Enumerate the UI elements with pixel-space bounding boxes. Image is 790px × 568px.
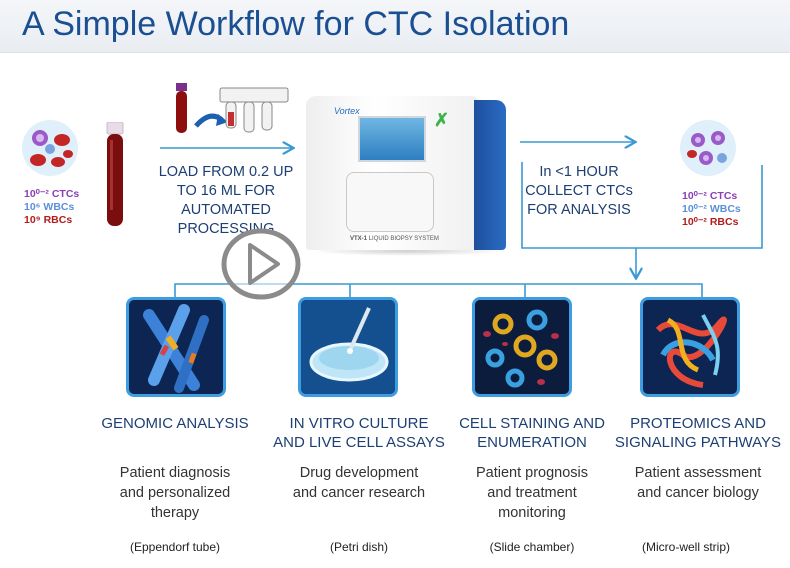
input-counts: 10⁰⁻² CTCs 10⁶ WBCs 10⁹ RBCs: [24, 188, 94, 227]
blood-cells-icon: [22, 120, 78, 176]
cell-staining-desc: Patient prognosis and treatment monitori…: [475, 465, 589, 521]
output-counts: 10⁰⁻² CTCs 10⁰⁻² WBCs 10⁰⁻² RBCs: [682, 190, 762, 229]
proteomics-note: (Micro-well strip): [642, 540, 730, 554]
proteomics-label: PROTEOMICS AND SIGNALING PATHWAYS: [614, 415, 782, 451]
brand-logo: Vortex: [334, 106, 360, 116]
play-icon[interactable]: [220, 228, 302, 300]
touch-screen[interactable]: [358, 116, 426, 162]
wbc-count: 10⁶ WBCs: [24, 201, 75, 213]
ctc-count: 10⁰⁻² CTCs: [24, 188, 80, 200]
cell-culture-note: (Petri dish): [329, 540, 388, 554]
cell-staining-note: (Slide chamber): [489, 540, 575, 554]
cell-staining-label: CELL STAINING AND ENUMERATION: [459, 415, 605, 451]
title-bar: [0, 0, 790, 53]
cell-culture-label: IN VITRO CULTURE AND LIVE CELL ASSAYS: [273, 415, 445, 451]
tube-loading-icon: [176, 83, 289, 133]
ctc-output-count: 10⁰⁻² CTCs: [682, 190, 738, 202]
model-label: VTX-1 LIQUID BIOPSY SYSTEM: [350, 236, 439, 242]
sample-door[interactable]: [346, 172, 434, 232]
genomic-analysis-label: GENOMIC ANALYSIS: [101, 415, 249, 432]
rbc-count: 10⁹ RBCs: [24, 214, 73, 226]
cell-staining-tile: [472, 297, 572, 397]
cell-culture-tile: [298, 297, 398, 397]
blood-tube-icon: [106, 122, 124, 226]
page-title: A Simple Workflow for CTC Isolation: [22, 5, 570, 43]
cell-culture-desc: Drug development and cancer research: [292, 465, 426, 501]
collect-instructions: In <1 HOUR COLLECT CTCs FOR ANALYSIS: [525, 164, 633, 218]
petri-dish-icon: [301, 300, 395, 394]
proteomics-desc: Patient assessment and cancer biology: [634, 465, 762, 501]
vtx1-device: Vortex ✗ VTX-1 LIQUID BIOPSY SYSTEM: [306, 96, 510, 256]
brand-x-icon: ✗: [434, 110, 450, 130]
protein-icon: [655, 314, 727, 388]
enriched-cells-icon: [680, 120, 736, 176]
proteomics-tile: [640, 297, 740, 397]
genomic-analysis-note: (Eppendorf tube): [129, 540, 221, 554]
rbc-output-count: 10⁰⁻² RBCs: [682, 216, 739, 228]
wbc-output-count: 10⁰⁻² WBCs: [682, 203, 741, 215]
genomic-analysis-tile: [126, 297, 226, 397]
cell-stain-icon: [475, 300, 569, 394]
genomic-analysis-desc: Patient diagnosis and personalized thera…: [119, 465, 231, 521]
chromosome-icon: [143, 304, 209, 393]
